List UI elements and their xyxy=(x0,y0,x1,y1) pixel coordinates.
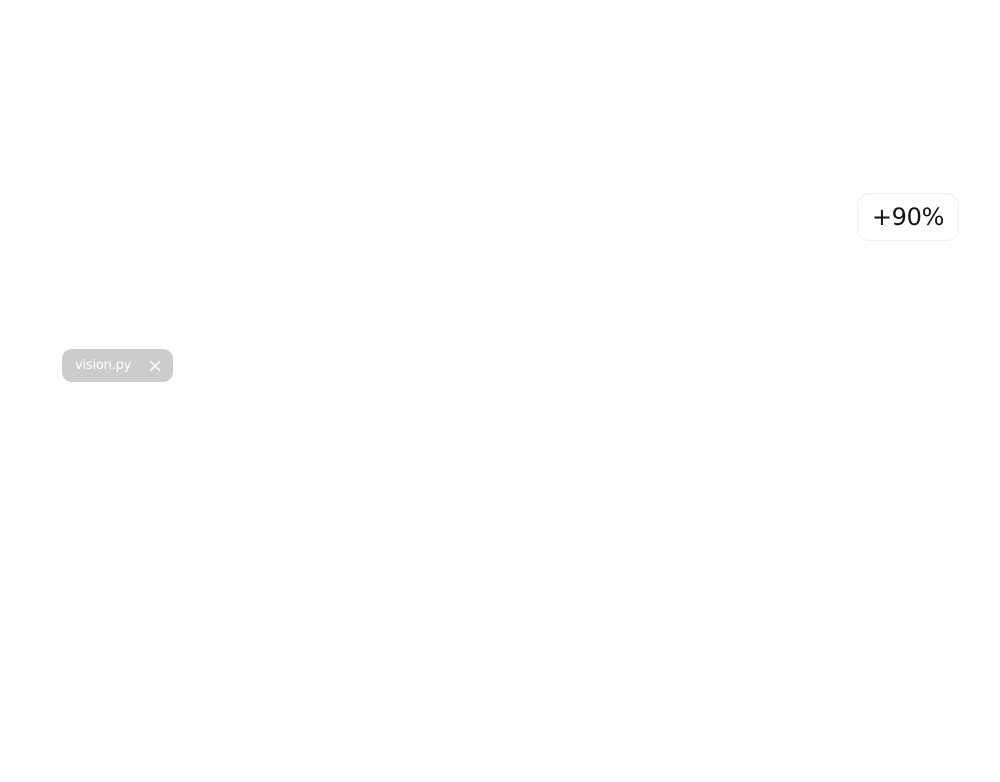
stat-badge-value: +90% xyxy=(871,203,945,231)
close-icon[interactable] xyxy=(149,360,161,372)
file-chip-label: vision.py xyxy=(75,358,132,373)
file-chip[interactable]: vision.py xyxy=(62,349,173,382)
stat-badge: +90% xyxy=(857,193,959,241)
